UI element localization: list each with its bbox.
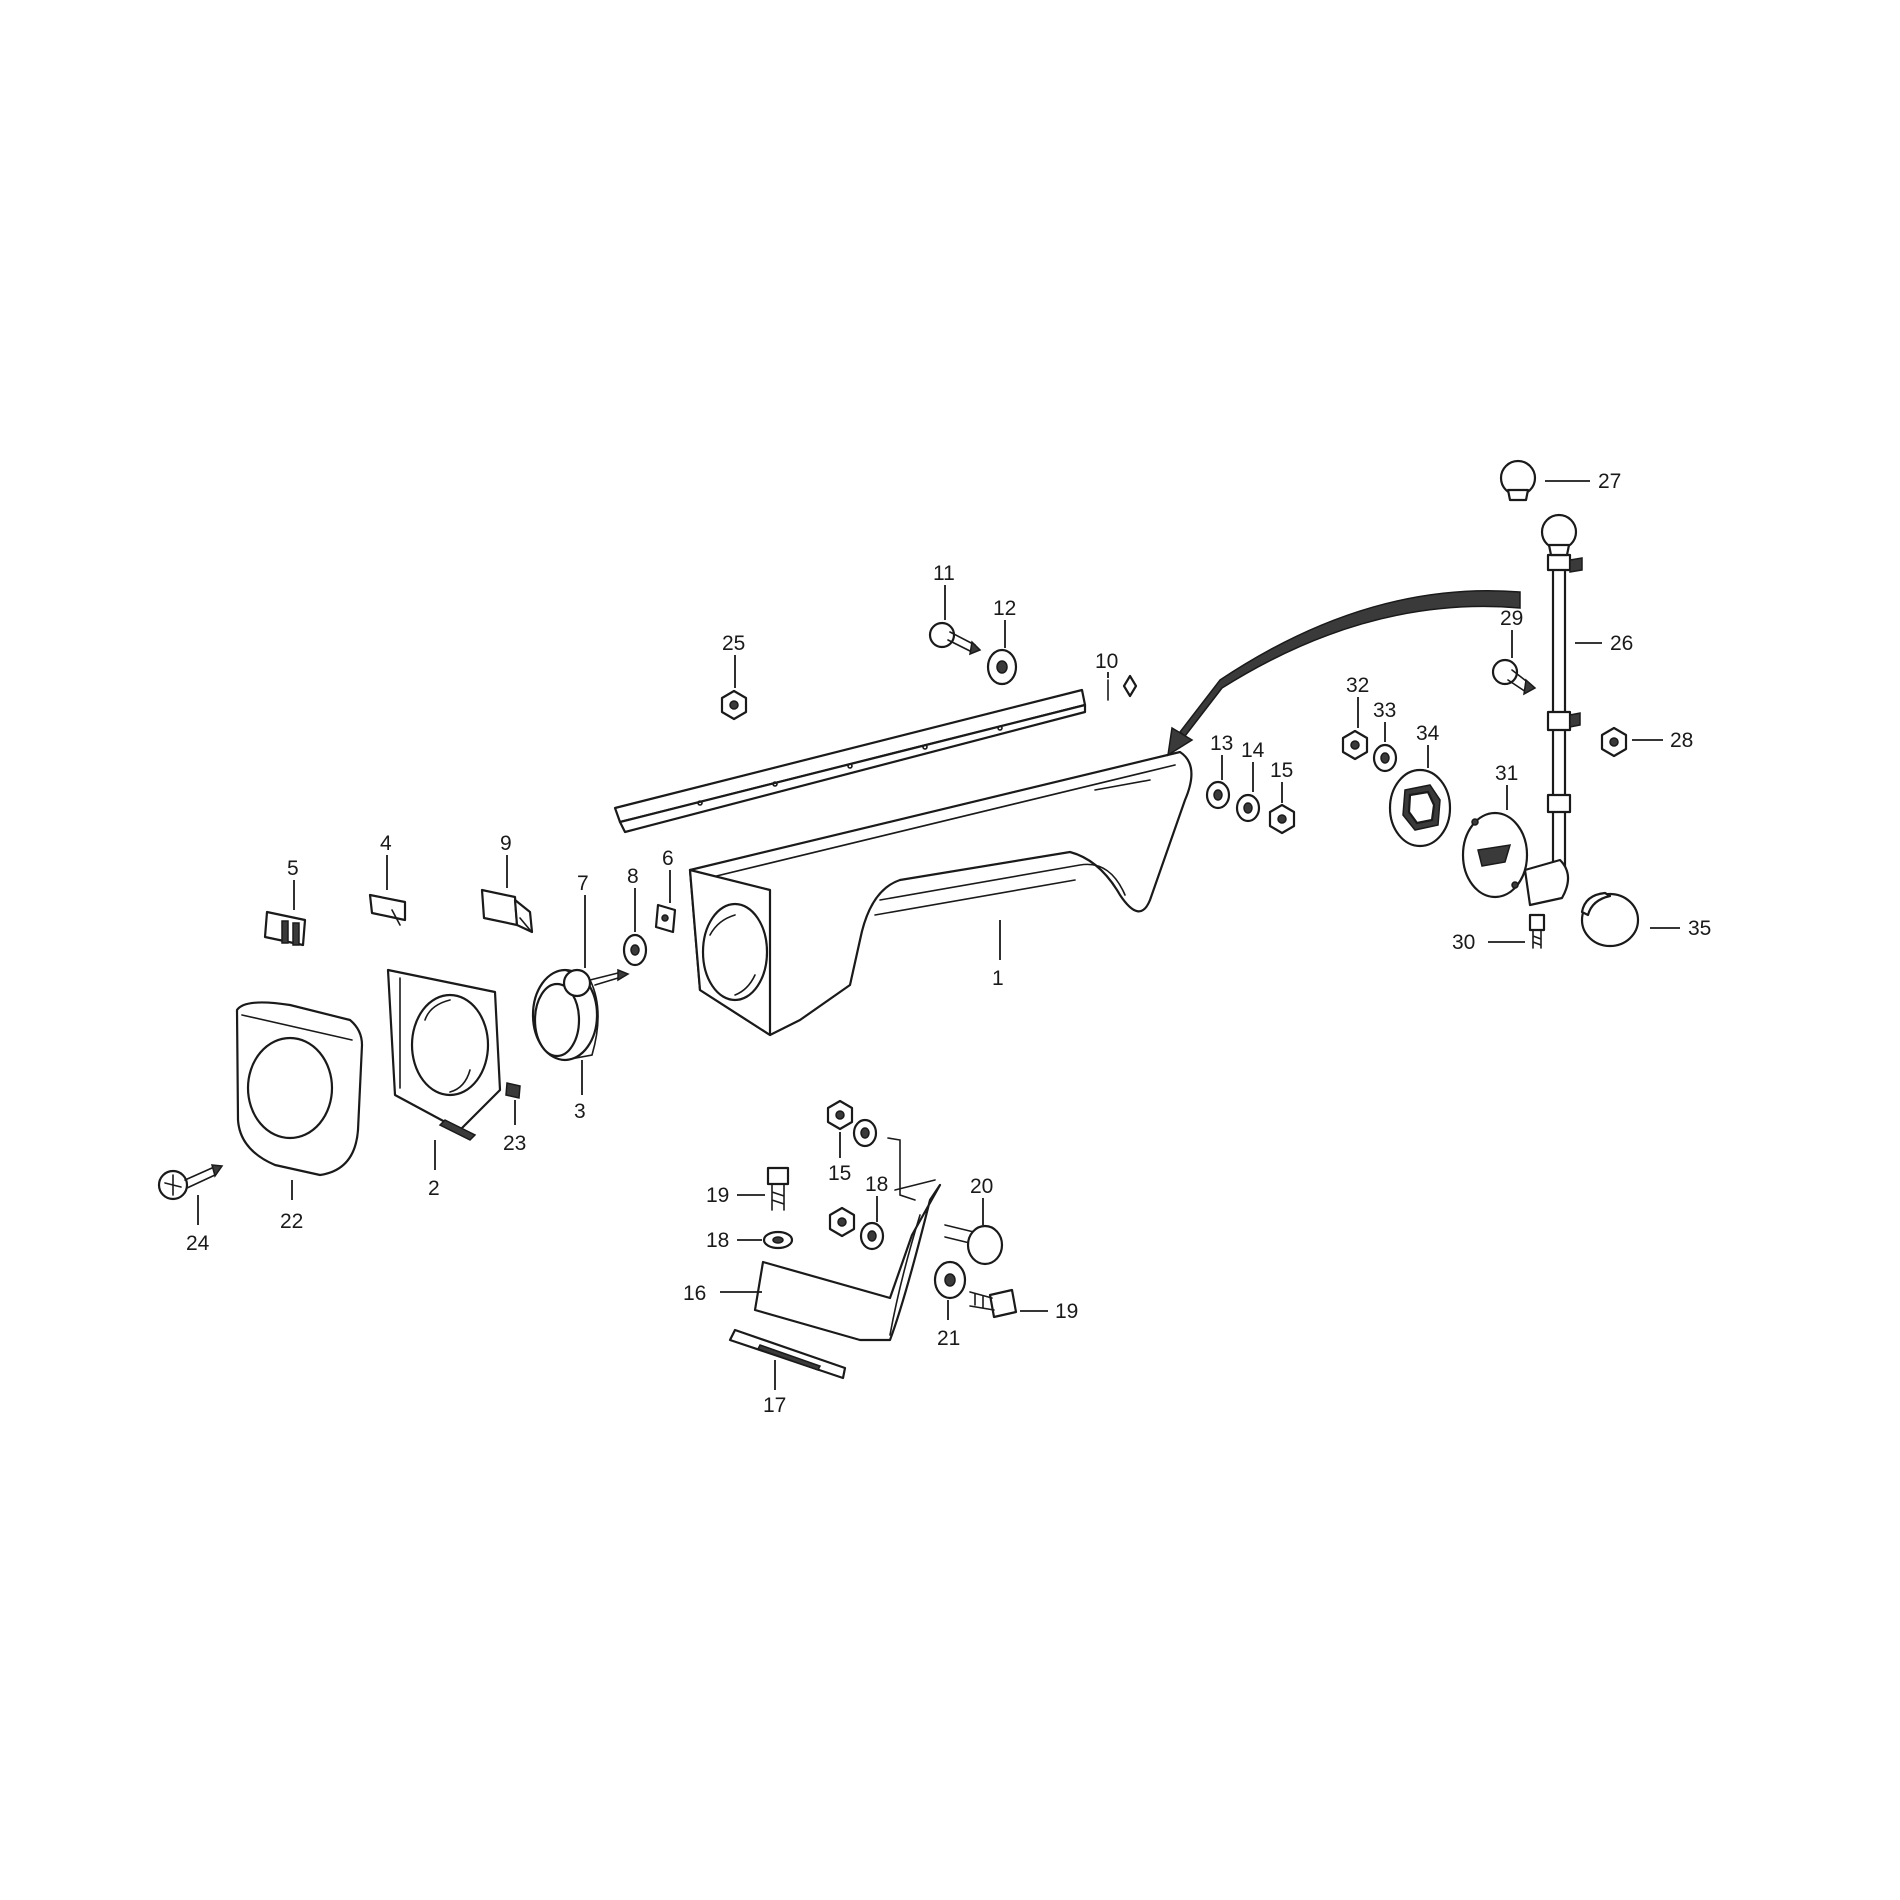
part-32-nut: [1341, 729, 1369, 761]
part-33-washer: [1372, 743, 1398, 773]
part-19-bolt-upper: [766, 1166, 790, 1211]
callout-27: 27: [1598, 470, 1621, 493]
callout-8: 8: [627, 865, 639, 888]
leader-lines: [197, 480, 1680, 1390]
part-20-plug: [944, 1224, 1004, 1266]
part-18-washer-upper: [852, 1118, 878, 1148]
callout-6: 6: [662, 847, 674, 870]
callout-7: 7: [577, 872, 589, 895]
part-12-washer: [986, 648, 1018, 686]
part-8-washer: [622, 933, 648, 967]
part-11-bolt: [928, 621, 982, 656]
callout-31: 31: [1495, 762, 1518, 785]
curved-arrow: [1167, 589, 1521, 757]
part-28-nut: [1600, 726, 1628, 758]
callout-19-left: 19: [706, 1184, 729, 1207]
part-24-screw: [157, 1164, 224, 1201]
part-6-bracket: [654, 903, 677, 934]
callout-18-left: 18: [706, 1229, 729, 1252]
callout-21: 21: [937, 1327, 960, 1350]
callout-1: 1: [992, 967, 1004, 990]
callout-10: 10: [1095, 650, 1118, 673]
part-2-headlight-panel: [386, 968, 502, 1141]
part-18-washer-lower: [859, 1221, 885, 1251]
callout-5: 5: [287, 857, 299, 880]
callout-9: 9: [500, 832, 512, 855]
part-26-rod: [1546, 553, 1583, 872]
callout-labels: 1 2 3 4 5 6 7 8 9 10 11 12 13 14 15 15 1…: [186, 470, 1711, 1417]
part-35-cap: [1580, 891, 1640, 948]
callout-26: 26: [1610, 632, 1633, 655]
callout-3: 3: [574, 1100, 586, 1123]
part-15-nut-lower: [828, 1206, 856, 1238]
part-29-bolt: [1491, 658, 1537, 696]
callout-18-mid: 18: [865, 1173, 888, 1196]
part-10-rail: [613, 674, 1138, 834]
part-23-clip: [505, 1082, 521, 1099]
callout-25: 25: [722, 632, 745, 655]
callout-4: 4: [380, 832, 392, 855]
part-31-lock-housing: [1461, 811, 1570, 907]
callout-22: 22: [280, 1210, 303, 1233]
callout-12: 12: [993, 597, 1016, 620]
part-1-fender: [688, 750, 1193, 1037]
callout-19-right: 19: [1055, 1300, 1078, 1323]
part-21-washer: [933, 1260, 967, 1300]
part-34-gasket: [1388, 768, 1452, 848]
callout-33: 33: [1373, 699, 1396, 722]
callout-34: 34: [1416, 722, 1440, 745]
part-18-washer-left: [762, 1230, 794, 1250]
callout-14: 14: [1241, 739, 1265, 762]
part-5-clip: [263, 910, 307, 947]
part-30-stud: [1528, 913, 1546, 949]
callout-35: 35: [1688, 917, 1711, 940]
callout-28: 28: [1670, 729, 1693, 752]
callout-20: 20: [970, 1175, 993, 1198]
part-19-bolt-lower: [969, 1288, 1018, 1319]
callout-32: 32: [1346, 674, 1369, 697]
callout-16: 16: [683, 1282, 706, 1305]
part-25-nut: [720, 689, 748, 721]
bracket-line: [887, 1137, 916, 1201]
part-22-bezel: [235, 1001, 364, 1177]
callout-29: 29: [1500, 607, 1523, 630]
part-15-nut-upper: [826, 1099, 854, 1131]
callout-15-mid: 15: [828, 1162, 851, 1185]
part-16-mudflap: [753, 1179, 942, 1342]
part-9-connector: [480, 888, 534, 934]
callout-24: 24: [186, 1232, 210, 1255]
callout-17: 17: [763, 1394, 786, 1417]
callout-30: 30: [1452, 931, 1475, 954]
callout-2: 2: [428, 1177, 440, 1200]
part-14-washer: [1235, 793, 1261, 823]
callout-23: 23: [503, 1132, 526, 1155]
part-13-washer: [1205, 780, 1231, 810]
callout-13: 13: [1210, 732, 1233, 755]
part-4-clip: [368, 893, 407, 926]
callout-15-top: 15: [1270, 759, 1293, 782]
callout-11: 11: [933, 562, 955, 585]
part-17-strip: [728, 1328, 847, 1380]
part-27-knob: [1499, 459, 1578, 557]
part-7-screw: [562, 968, 630, 998]
part-15-nut: [1268, 803, 1296, 835]
